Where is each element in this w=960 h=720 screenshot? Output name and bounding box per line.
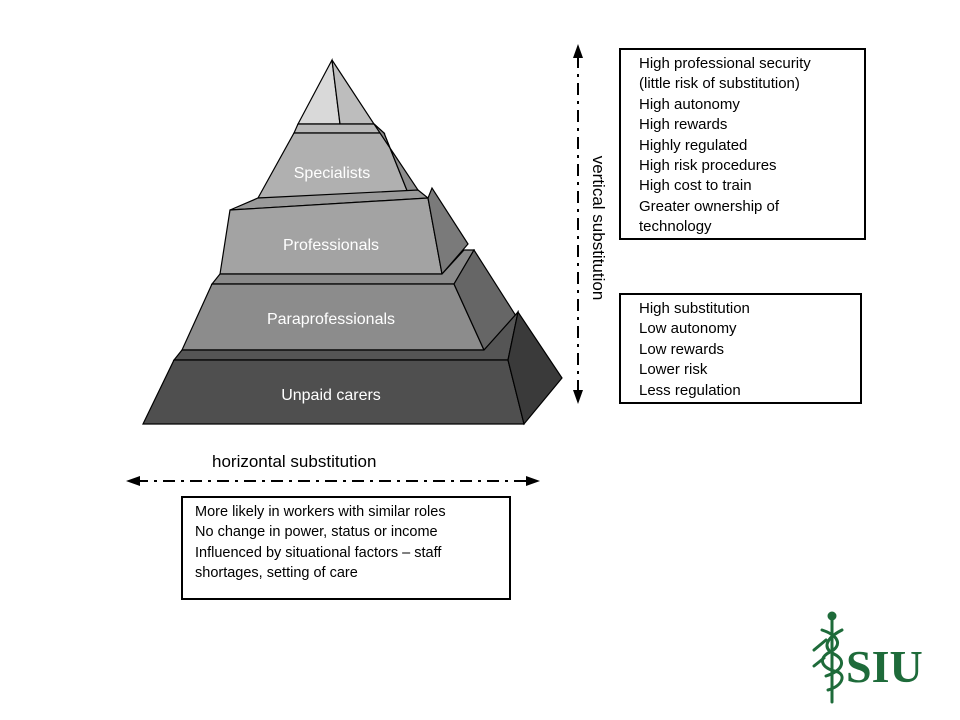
middle-box-line: High substitution [639,300,750,317]
horizontal-characteristics-box: More likely in workers with similar role… [181,496,511,600]
middle-box-line: Lower risk [639,361,708,379]
pyramid-tier-professionals: Professionals [219,186,469,276]
siu-logo-text: SIU [846,641,923,692]
tier-label-unpaid-carers: Unpaid carers [281,387,381,404]
top-characteristics-box: High professional security (little risk … [619,48,866,240]
bottom-box-line: shortages, setting of care [195,565,358,582]
top-box-line: Highly regulated [639,136,748,154]
middle-box-line: Low rewards [639,340,725,358]
vertical-substitution-label: vertical substitution [589,155,608,301]
top-box-line: High autonomy [639,95,740,113]
bottom-box-line: More likely in workers with similar role… [195,504,446,520]
horizontal-substitution-label: horizontal substitution [212,452,377,471]
middle-box-line: Less regulation [639,381,741,399]
bottom-box-line: Influenced by situational factors – staf… [195,544,442,561]
top-box-line: Greater ownership of [639,197,780,215]
top-box-line: technology [639,218,712,236]
tier-label-professionals: Professionals [283,237,379,254]
top-box-line: High risk procedures [639,157,777,175]
top-box-line: High rewards [639,116,728,134]
tier-label-paraprofessionals: Paraprofessionals [267,311,395,328]
top-box-line: (little risk of substitution) [639,75,800,93]
pyramid-tier-paraprofessionals: Paraprofessionals [181,248,517,352]
pyramid-tier-unpaid-carers: Unpaid carers [142,309,563,426]
middle-characteristics-box: High substitution Low autonomy Low rewar… [619,293,862,404]
caduceus-icon [812,611,844,704]
tier-label-specialists: Specialists [294,165,370,182]
vertical-substitution-arrow [573,44,583,404]
middle-box-line: Low autonomy [639,320,737,338]
horizontal-substitution-arrow [126,476,540,486]
pyramid-tier-apex [297,58,376,125]
top-box-line: High professional security [639,55,811,72]
pyramid-tier-specialists: Specialists [256,123,419,200]
top-box-line: High cost to train [639,177,752,195]
bottom-box-line: No change in power, status or income [195,524,438,541]
siu-logo: SIU [812,611,923,704]
